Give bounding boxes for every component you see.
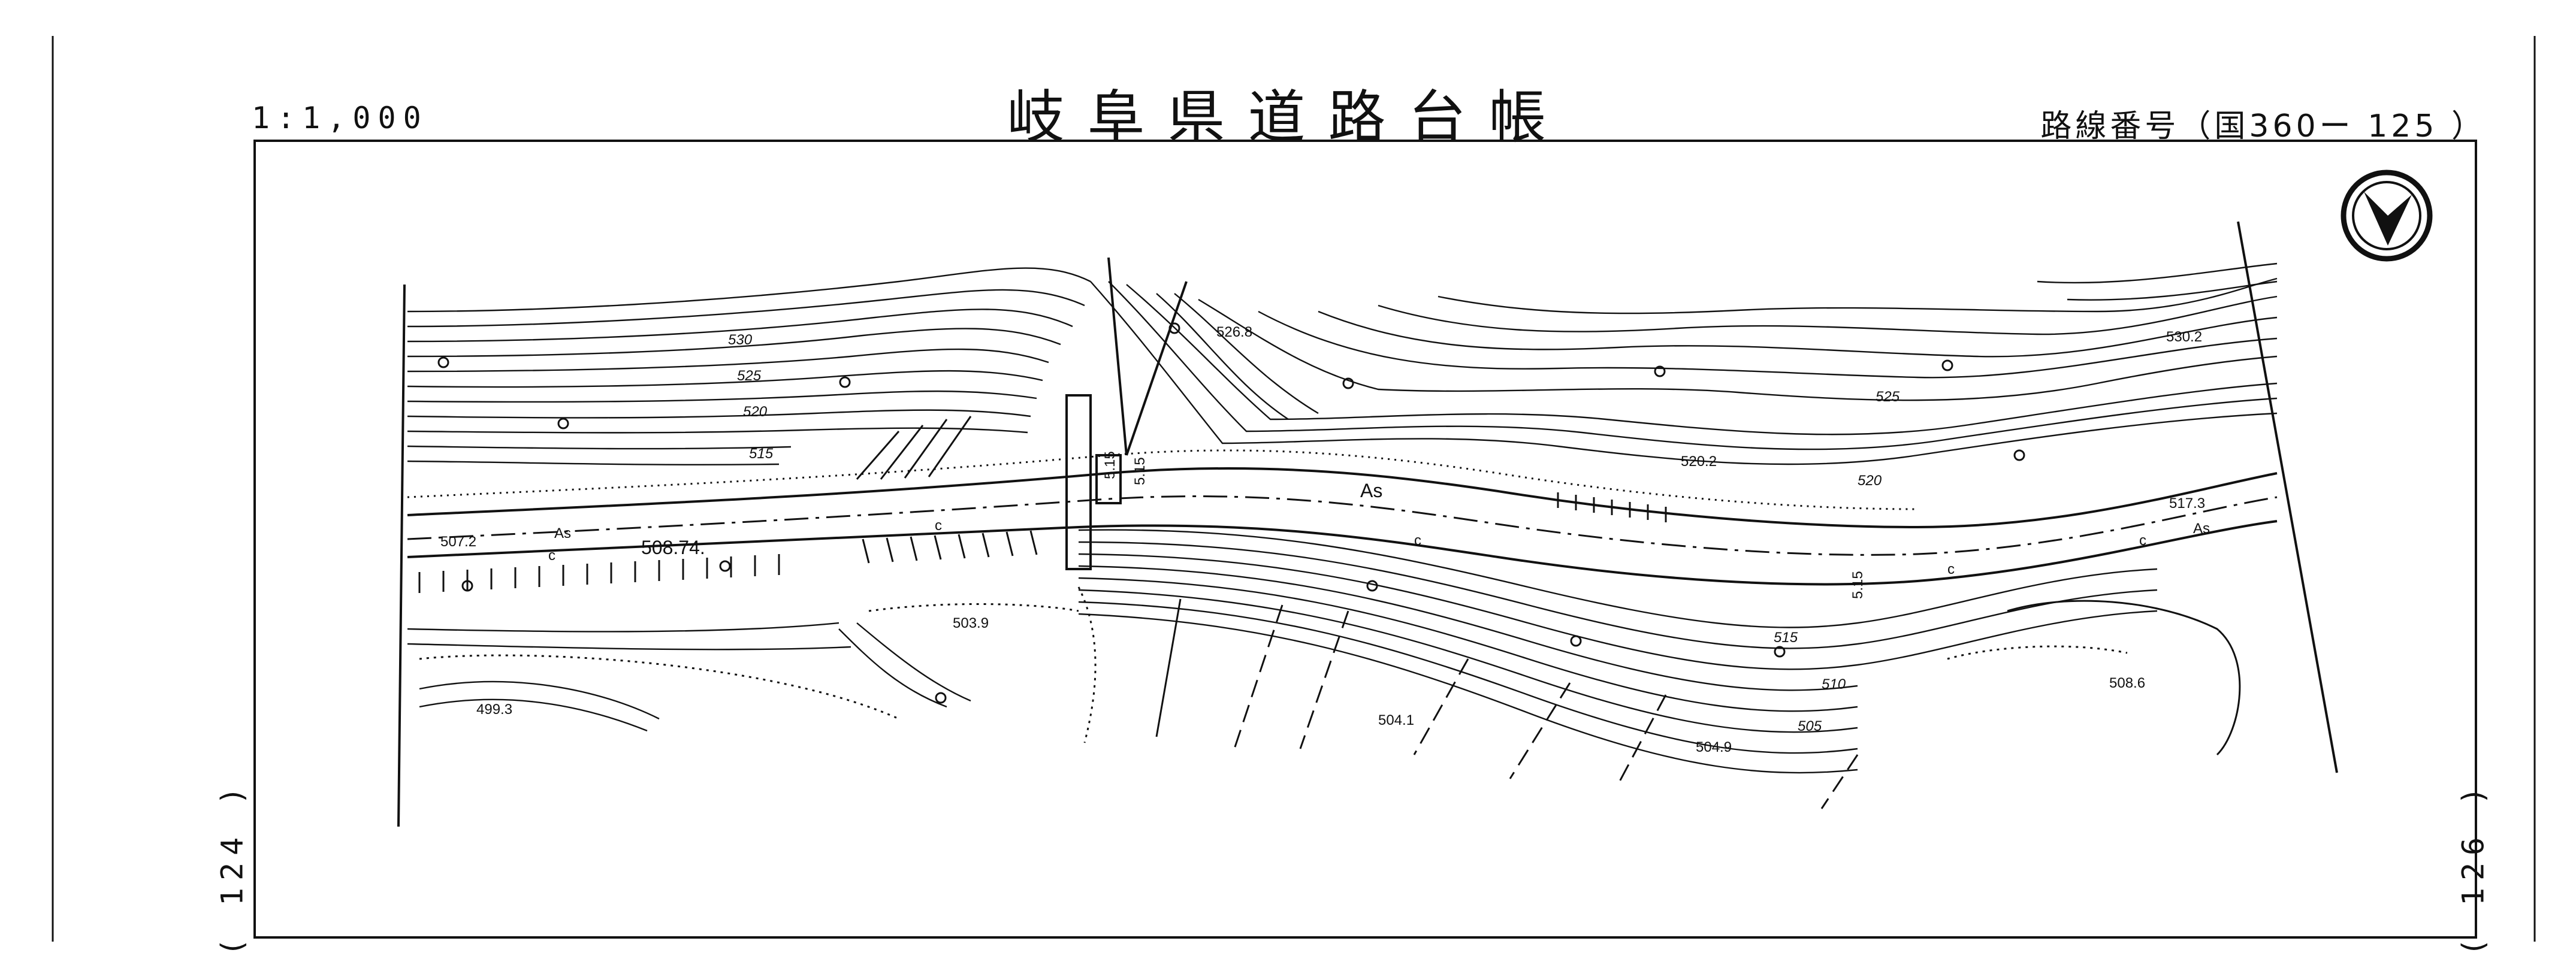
contour-label: 520 [743, 404, 768, 420]
survey-boundary-right [2237, 221, 2338, 773]
contour-label: 510 [1822, 676, 1846, 692]
contour-label: 520 [1858, 473, 1882, 489]
route-number-label: 路線番号（国360ー 125 ） [2040, 108, 2486, 144]
road [407, 449, 2278, 586]
elevation-label: 508.74. [641, 537, 705, 558]
elevation-label: 503.9 [953, 615, 989, 631]
elevation-label: 530.2 [2166, 329, 2202, 345]
pavement-label: As [2193, 521, 2210, 537]
elevation-label: 499.3 [476, 701, 512, 718]
scale-label: 1:1,000 [252, 101, 428, 135]
contour-label: 515 [1774, 630, 1798, 646]
contour-lines-upper [407, 262, 2278, 466]
width-label: 5.15 [1132, 457, 1148, 485]
contour-label: 530 [728, 332, 753, 348]
elevation-label: 504.1 [1378, 712, 1414, 728]
elevation-label: 526.8 [1216, 324, 1252, 340]
curb-label: c [935, 518, 942, 534]
width-label: 5.15 [1102, 451, 1118, 479]
map-frame [253, 140, 2477, 939]
pavement-label: As [1360, 480, 1382, 501]
elevation-label: 508.6 [2109, 675, 2145, 691]
contour-label: 525 [737, 368, 762, 384]
bridge-structure [1065, 257, 1188, 570]
curb-label: c [1947, 561, 1955, 577]
contour-label: 525 [1876, 389, 1900, 405]
contour-label: 515 [749, 446, 774, 462]
contour-lines-lower [407, 529, 2158, 774]
elevation-label: 517.3 [2169, 495, 2205, 512]
contour-label: 505 [1798, 718, 1822, 734]
elevation-label: 520.2 [1681, 453, 1717, 470]
curb-label: c [2139, 533, 2146, 549]
retaining-wall-hatch [418, 416, 1667, 593]
north-arrow-icon [2341, 170, 2433, 262]
survey-markers [437, 322, 2025, 704]
width-label: 5.15 [1850, 571, 1866, 599]
curb-label: c [548, 547, 555, 564]
field-boundaries [419, 586, 2241, 809]
pavement-label: As [554, 525, 571, 541]
elevation-label: 504.9 [1696, 739, 1732, 755]
elevation-label: 507.2 [440, 534, 476, 550]
survey-boundary-left [397, 284, 406, 827]
curb-label: c [1414, 533, 1421, 549]
